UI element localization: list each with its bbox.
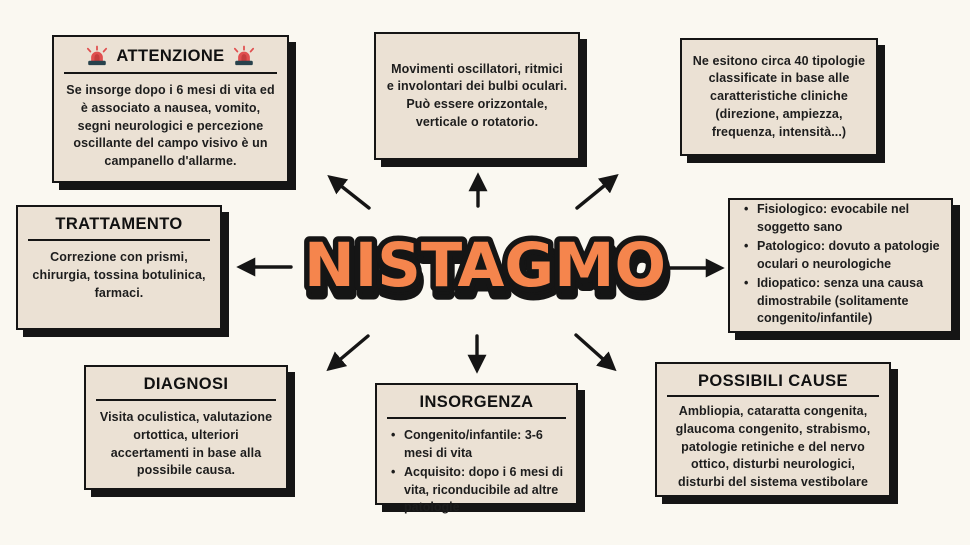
box-possibili-cause: POSSIBILI CAUSE Ambliopia, cataratta con… [655, 362, 891, 497]
main-title-text: NISTAGMO [304, 230, 666, 301]
insorgenza-list: Congenito/infantile: 3-6 mesi di vita Ac… [387, 427, 566, 519]
box-attenzione: ATTENZIONE Se insorge dopo i 6 mesi di v… [52, 35, 289, 183]
box-attenzione-body: Se insorge dopo i 6 mesi di vita ed è as… [66, 83, 275, 168]
box-trattamento: TRATTAMENTO Correzione con prismi, chiru… [16, 205, 222, 330]
list-item: Acquisito: dopo i 6 mesi di vita, ricond… [391, 464, 566, 517]
box-possibili-cause-title: POSSIBILI CAUSE [698, 372, 848, 390]
arrow-up-right-icon [575, 173, 619, 210]
siren-icon [233, 45, 254, 66]
main-title: NISTAGMO NISTAGMO [299, 225, 674, 315]
arrow-up-left-icon [327, 175, 371, 210]
main-title-shadow: NISTAGMO [306, 238, 668, 309]
box-attenzione-title: ATTENZIONE [116, 46, 225, 65]
siren-icon [87, 45, 108, 66]
box-definizione-body: Movimenti oscillatori, ritmici e involon… [386, 61, 568, 129]
box-tipologie-body: Ne esitono circa 40 tipologie classifica… [692, 53, 866, 139]
box-diagnosi-header: DIAGNOSI [96, 375, 276, 401]
classificazione-list: Fisiologico: evocabile nel soggetto sano… [740, 201, 941, 330]
box-diagnosi-body: Visita oculistica, valutazione ortottica… [99, 410, 273, 478]
list-item: Idiopatico: senza una causa dimostrabile… [744, 275, 941, 328]
box-insorgenza-title: INSORGENZA [419, 393, 534, 411]
box-possibili-cause-body: Ambliopia, cataratta congenita, glaucoma… [675, 404, 871, 489]
arrow-down-right-icon [574, 333, 617, 372]
box-possibili-cause-header: POSSIBILI CAUSE [667, 372, 879, 397]
box-tipologie: Ne esitono circa 40 tipologie classifica… [680, 38, 878, 156]
box-trattamento-title: TRATTAMENTO [55, 215, 183, 233]
list-item: Congenito/infantile: 3-6 mesi di vita [391, 427, 566, 462]
box-definizione: Movimenti oscillatori, ritmici e involon… [374, 32, 580, 160]
list-item: Patologico: dovuto a patologie oculari o… [744, 238, 941, 273]
box-trattamento-header: TRATTAMENTO [28, 215, 210, 241]
box-classificazione: Fisiologico: evocabile nel soggetto sano… [728, 198, 953, 333]
box-insorgenza: INSORGENZA Congenito/infantile: 3-6 mesi… [375, 383, 578, 514]
box-insorgenza-header: INSORGENZA [387, 393, 566, 419]
box-attenzione-header: ATTENZIONE [64, 45, 277, 74]
box-diagnosi: DIAGNOSI Visita oculistica, valutazione … [84, 365, 288, 490]
box-trattamento-body: Correzione con prismi, chirurgia, tossin… [32, 250, 206, 300]
list-item: Fisiologico: evocabile nel soggetto sano [744, 201, 941, 236]
arrow-down-left-icon [326, 334, 370, 372]
box-diagnosi-title: DIAGNOSI [143, 375, 229, 393]
